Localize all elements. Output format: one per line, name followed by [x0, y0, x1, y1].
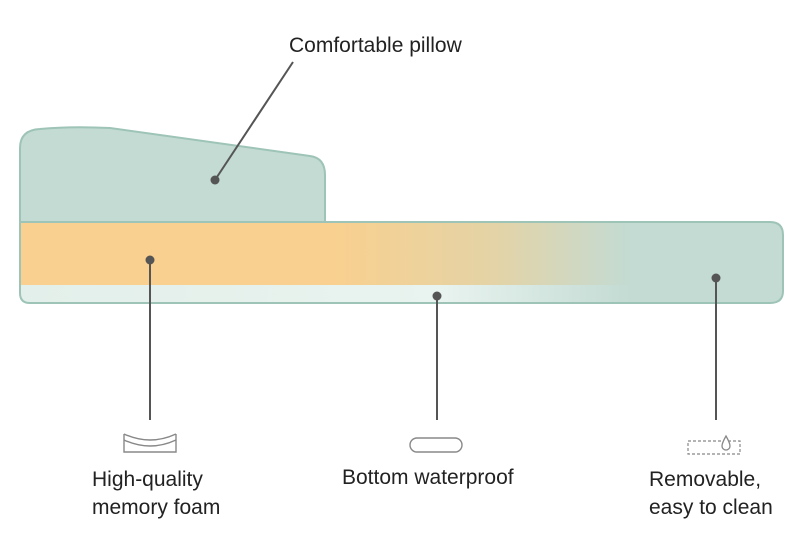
- memory-foam-label-line-2: memory foam: [92, 496, 221, 519]
- foam-leader-dot: [145, 255, 155, 265]
- waterproof-leader-dot: [432, 291, 442, 301]
- bottom-waterproof-label: Bottom waterproof: [342, 464, 514, 492]
- foam-layers-icon: [123, 433, 177, 453]
- comfortable-pillow-label: Comfortable pillow: [289, 32, 462, 60]
- flat-pad-icon: [409, 437, 463, 453]
- water-drop-cover-icon: [687, 434, 741, 455]
- pillow-leader-dot: [210, 175, 220, 185]
- removable-label-line-1: Removable,: [649, 468, 762, 491]
- memory-foam-label-line-1: High-quality: [92, 468, 203, 491]
- removable-label-line-2: easy to clean: [649, 496, 773, 519]
- memory-foam-label: High-quality memory foam: [92, 466, 220, 522]
- pillow-raised-section: [19, 126, 326, 223]
- base-outline: [19, 221, 784, 304]
- pillow-leader-line: [214, 61, 294, 181]
- pillow-base: [19, 221, 784, 304]
- removable-leader-dot: [711, 273, 721, 283]
- bottom-waterproof-label-line: Bottom waterproof: [342, 466, 514, 489]
- waterproof-bottom-layer: [20, 285, 783, 303]
- comfortable-pillow-label-line: Comfortable pillow: [289, 34, 462, 57]
- removable-label: Removable, easy to clean: [649, 466, 773, 522]
- memory-foam-layer: [20, 222, 783, 285]
